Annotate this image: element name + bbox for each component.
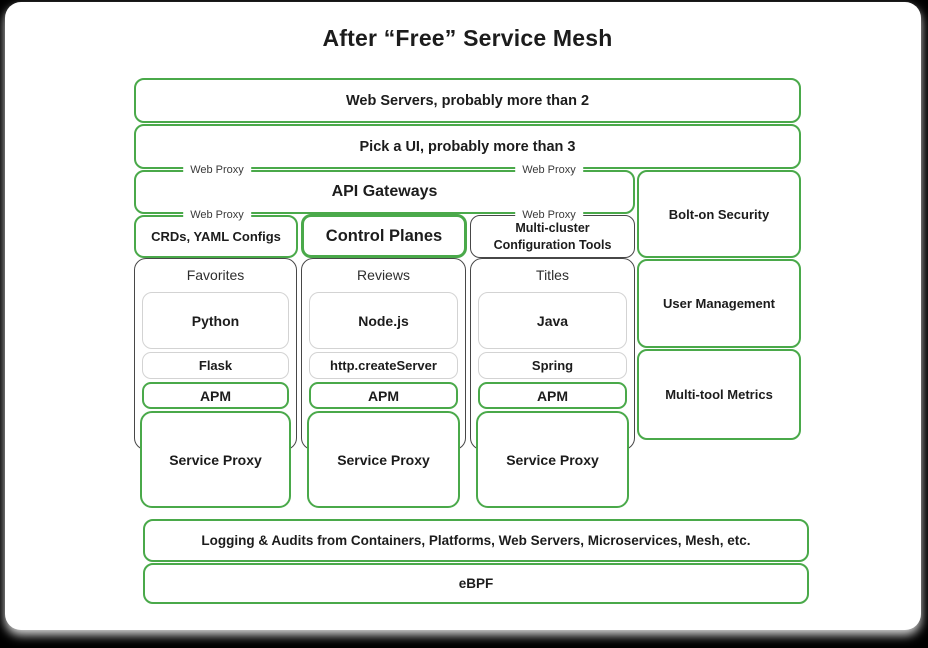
web-servers-box: Web Servers, probably more than 2 bbox=[134, 78, 801, 123]
diagram-title: After “Free” Service Mesh bbox=[322, 25, 613, 51]
bolt-on-security-box: Bolt-on Security bbox=[637, 170, 801, 258]
framework-box: http.createServer bbox=[309, 352, 458, 379]
ebpf-box: eBPF bbox=[143, 563, 809, 604]
framework-box: Flask bbox=[142, 352, 289, 379]
runtime-box: Python bbox=[142, 292, 289, 349]
web-proxy-label: Web Proxy bbox=[183, 208, 251, 222]
runtime-box: Java bbox=[478, 292, 627, 349]
service-proxy-box: Service Proxy bbox=[307, 411, 460, 508]
service-column-title: Favorites bbox=[186, 267, 245, 283]
web-proxy-label: Web Proxy bbox=[515, 163, 583, 177]
service-column-title: Reviews bbox=[357, 267, 410, 283]
multi-tool-metrics-box: Multi-tool Metrics bbox=[637, 349, 801, 440]
apm-box: APM bbox=[309, 382, 458, 409]
pick-ui-box: Pick a UI, probably more than 3 bbox=[134, 124, 801, 169]
web-proxy-label: Web Proxy bbox=[515, 208, 583, 222]
framework-box: Spring bbox=[478, 352, 627, 379]
service-proxy-box: Service Proxy bbox=[476, 411, 629, 508]
control-planes-box: Control Planes bbox=[301, 214, 467, 258]
web-proxy-label: Web Proxy bbox=[183, 163, 251, 177]
api-gateways-box: API Gateways bbox=[134, 170, 635, 214]
apm-box: APM bbox=[142, 382, 289, 409]
runtime-box: Node.js bbox=[309, 292, 458, 349]
user-management-box: User Management bbox=[637, 259, 801, 348]
service-column-title: Titles bbox=[536, 267, 569, 283]
multi-cluster-tools-box: Multi-cluster Configuration Tools bbox=[470, 215, 635, 258]
apm-box: APM bbox=[478, 382, 627, 409]
logging-audits-box: Logging & Audits from Containers, Platfo… bbox=[143, 519, 809, 562]
service-proxy-box: Service Proxy bbox=[140, 411, 291, 508]
